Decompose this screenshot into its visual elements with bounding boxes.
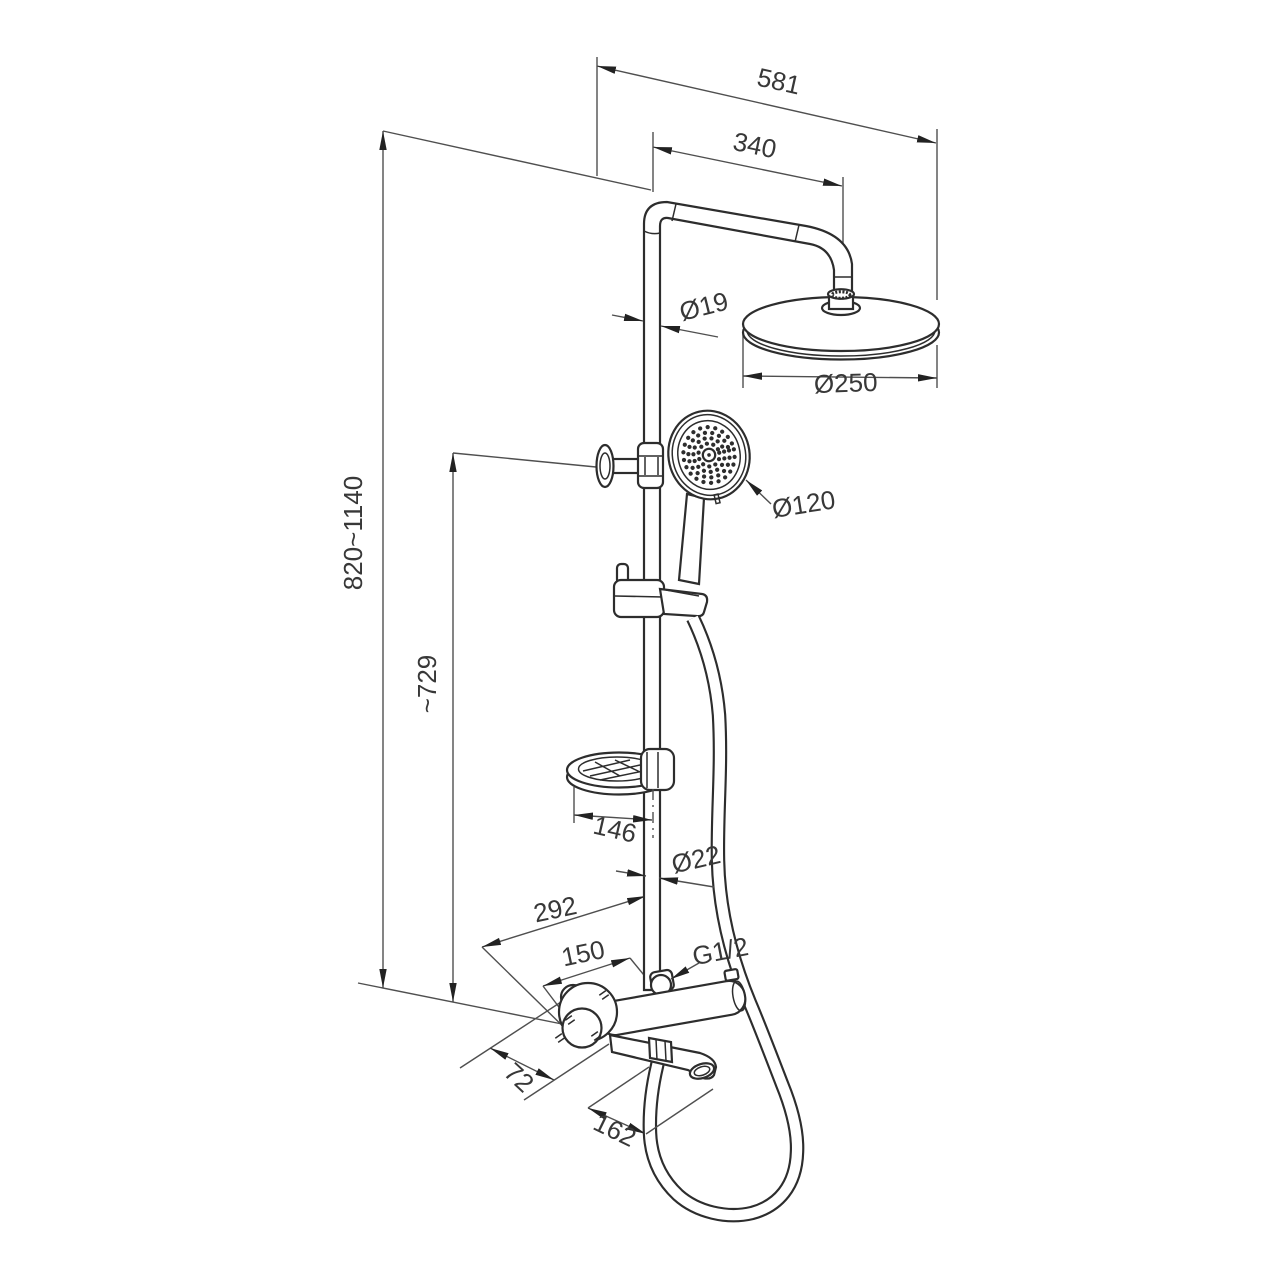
dia22-arrow-left bbox=[615, 869, 647, 877]
ref-top bbox=[382, 130, 652, 191]
dimension-lines-under bbox=[357, 57, 938, 1135]
dim-292 bbox=[481, 895, 647, 948]
label-162: 162 bbox=[589, 1107, 641, 1153]
shower-column bbox=[554, 200, 941, 1223]
handle-knob bbox=[561, 1007, 603, 1049]
bracket-flange bbox=[595, 443, 615, 489]
hose-fill bbox=[644, 615, 803, 1221]
label-729: ~729 bbox=[412, 655, 442, 714]
arm-joint-right bbox=[794, 224, 800, 243]
mixer-nub bbox=[723, 968, 740, 982]
dimension-lines-over bbox=[573, 313, 772, 1135]
shower-hose bbox=[642, 614, 805, 1223]
label-72: 72 bbox=[498, 1057, 540, 1099]
dim-72 bbox=[489, 1047, 555, 1081]
label-340: 340 bbox=[731, 126, 780, 164]
rain-head-knurl bbox=[830, 290, 852, 300]
label-dia120: Ø120 bbox=[770, 484, 838, 524]
ref-wall-bottom bbox=[357, 982, 578, 1028]
label-292: 292 bbox=[531, 890, 580, 928]
slider-line bbox=[614, 595, 664, 598]
bracket-flange-inner bbox=[599, 452, 611, 480]
dim-340 bbox=[652, 146, 843, 187]
ext-162-a bbox=[587, 1066, 650, 1109]
dish-slats bbox=[582, 759, 649, 781]
hand-shower-nozzles bbox=[681, 425, 737, 485]
soap-dish bbox=[565, 747, 676, 796]
dim-146 bbox=[573, 812, 653, 823]
dia19-arrow-left bbox=[611, 313, 644, 322]
hand-shower-handle bbox=[677, 492, 706, 586]
handle-knurls bbox=[554, 990, 610, 1043]
slider-block bbox=[612, 578, 666, 619]
dia22-arrow-right bbox=[658, 877, 715, 888]
dim-581 bbox=[596, 65, 937, 144]
thermostatic-mixer bbox=[554, 968, 747, 1080]
label-150: 150 bbox=[559, 934, 608, 972]
hand-shower bbox=[667, 409, 751, 586]
wall-bracket bbox=[595, 441, 665, 490]
hose-nut-facet2 bbox=[664, 1040, 667, 1062]
label-dia250: Ø250 bbox=[813, 367, 878, 399]
hand-shower-notch bbox=[713, 493, 721, 505]
ext-72-b bbox=[523, 1043, 610, 1101]
bracket-clamp bbox=[636, 441, 665, 490]
hand-shower-center-dot bbox=[707, 453, 711, 457]
dia19-arrow-right bbox=[660, 325, 719, 338]
pipe-joint-line bbox=[643, 230, 661, 235]
dia120-leader bbox=[745, 479, 772, 505]
handle-cup-line bbox=[665, 589, 700, 597]
rain-shower-head bbox=[741, 288, 941, 361]
arm-joint-left bbox=[671, 203, 677, 222]
spout-opening-inner bbox=[693, 1065, 711, 1077]
hand-shower-ring2 bbox=[677, 419, 741, 491]
label-820-1140: 820~1140 bbox=[338, 476, 368, 590]
ref-bracket bbox=[452, 452, 597, 468]
label-dia19: Ø19 bbox=[676, 286, 731, 327]
dim-162 bbox=[587, 1107, 647, 1135]
hose-nut-facet1 bbox=[655, 1038, 658, 1061]
label-146: 146 bbox=[591, 810, 640, 849]
mixer-end-cap bbox=[731, 980, 747, 1012]
ext-162-b bbox=[645, 1088, 714, 1135]
hand-shower-head bbox=[667, 409, 751, 505]
dim-150 bbox=[542, 957, 631, 987]
hose-nut bbox=[647, 1036, 674, 1064]
g12-leader bbox=[670, 962, 700, 980]
dim-250 bbox=[742, 372, 938, 382]
label-581: 581 bbox=[755, 62, 804, 101]
ext-72-a bbox=[459, 1001, 562, 1069]
